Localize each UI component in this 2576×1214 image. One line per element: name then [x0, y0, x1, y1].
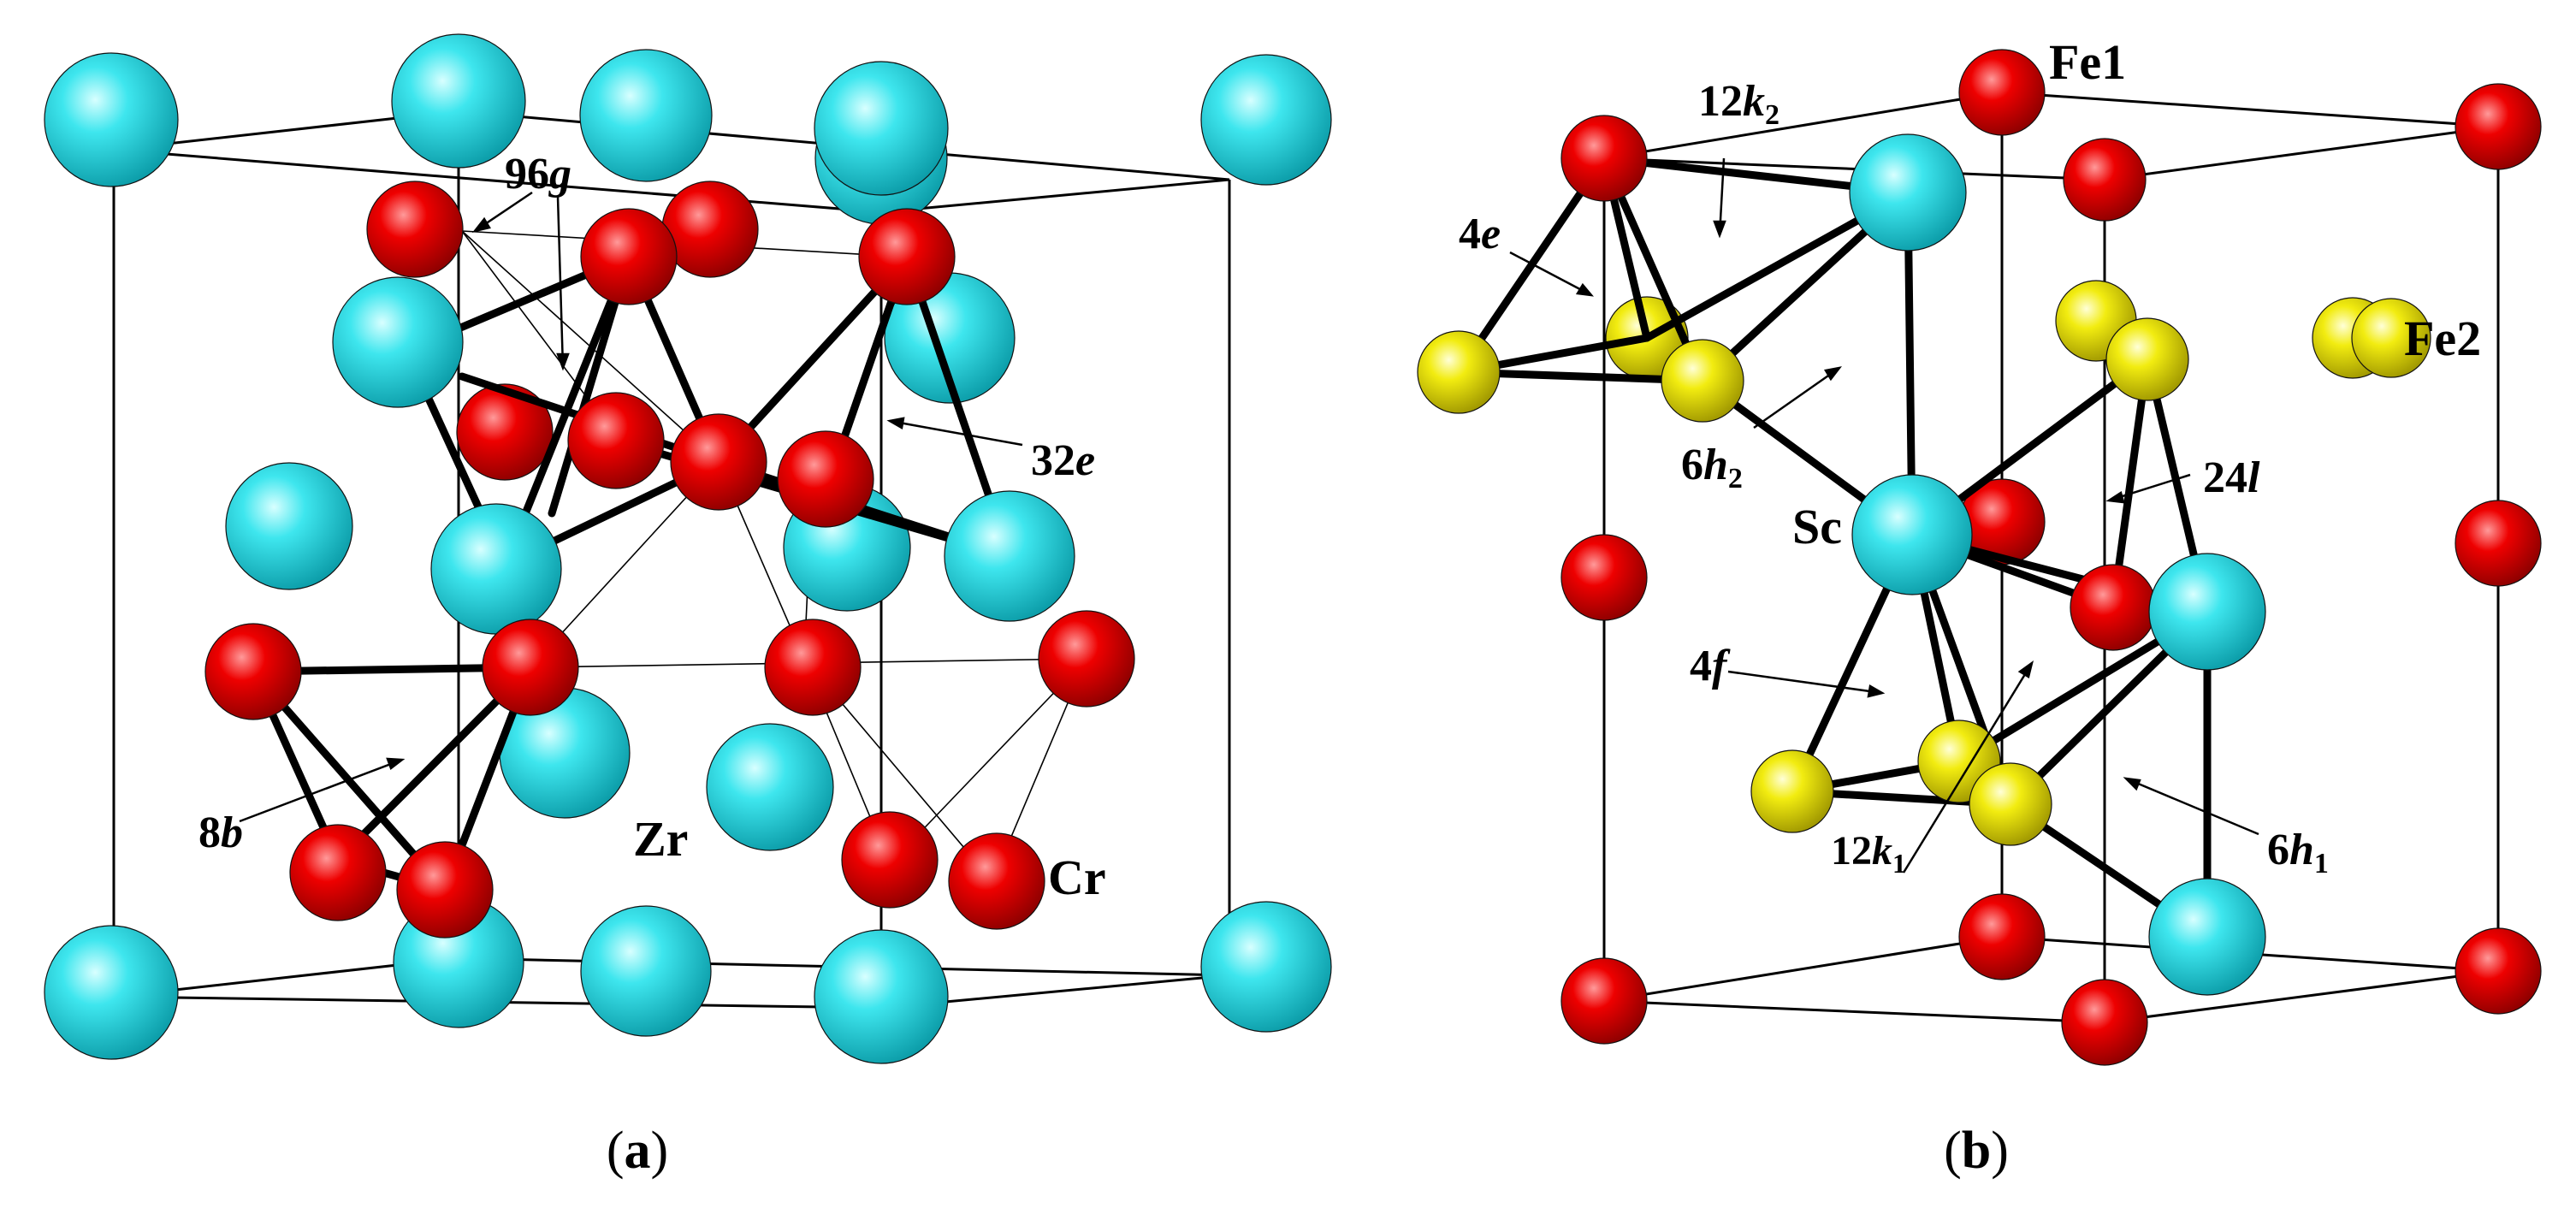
- label-zr: Zr: [633, 811, 688, 867]
- fe1-atom: [1560, 957, 1648, 1045]
- label-12k1: 12k1: [1831, 828, 1906, 879]
- arrows-b: [1509, 157, 2259, 873]
- cr-atom: [858, 208, 956, 305]
- back-atoms-b: [1560, 49, 2542, 1015]
- label-96g: 96g: [505, 150, 571, 198]
- fe1-atom: [2061, 979, 2148, 1066]
- panel-b-scfe-structure: Fe1 Fe2 Sc 12k2 4e 6h2 24l 4f 12k1 6h1 (…: [1417, 34, 2542, 1180]
- sc-atom: [1849, 133, 1967, 252]
- sc-atom: [2148, 553, 2266, 671]
- fe2-atom: [2105, 317, 2189, 401]
- cr-atom: [841, 811, 939, 909]
- unit-cell-box-b: [1602, 91, 2500, 1024]
- label-32e: 32e: [1031, 436, 1095, 485]
- zr-atom: [706, 723, 834, 851]
- fe1-atom: [2455, 83, 2542, 170]
- zr-atom: [580, 905, 712, 1037]
- label-4e: 4e: [1459, 210, 1501, 258]
- cr-atom: [670, 413, 767, 511]
- panel-caption-b: (b): [1944, 1122, 2009, 1180]
- label-cr: Cr: [1048, 850, 1106, 905]
- fe1-atom: [2455, 927, 2542, 1015]
- unit-cell-box-a: [112, 110, 1231, 1010]
- fe1-atom: [1958, 893, 2046, 980]
- cr-atom: [366, 181, 464, 278]
- front-atoms-a: [44, 52, 1135, 1064]
- labels-a: 96g 32e 8b Zr Cr: [198, 150, 1106, 905]
- labels-b: Fe1 Fe2 Sc 12k2 4e 6h2 24l 4f 12k1 6h1: [1459, 34, 2481, 879]
- front-atoms-b: [1417, 115, 2431, 1066]
- fe1-atom: [2455, 500, 2542, 587]
- cr-atom: [456, 383, 554, 481]
- zr-atom: [814, 61, 949, 196]
- cr-atom: [764, 619, 862, 716]
- fe2-atom: [1417, 330, 1501, 414]
- fe2-atom: [2351, 298, 2431, 378]
- cr-atom: [396, 841, 494, 939]
- fe1-atom: [2063, 138, 2147, 222]
- zr-atom: [1200, 901, 1332, 1033]
- cr-atom: [204, 623, 302, 720]
- panel-caption-a: (a): [607, 1122, 668, 1180]
- label-fe2: Fe2: [2404, 311, 2481, 366]
- sc-atom: [2148, 878, 2266, 996]
- zr-atom: [225, 462, 353, 590]
- arrows-a: [239, 191, 1023, 823]
- zr-atom: [44, 52, 179, 187]
- fe1-atom: [1560, 534, 1648, 621]
- cr-atom: [482, 619, 579, 716]
- label-8b: 8b: [198, 808, 243, 857]
- zr-atom: [579, 49, 713, 182]
- cr-atom: [580, 208, 678, 305]
- cr-atom: [948, 832, 1045, 930]
- label-24l: 24l: [2203, 453, 2260, 502]
- label-12k2: 12k2: [1698, 77, 1780, 131]
- sc-atom: [1851, 474, 1973, 595]
- label-6h1: 6h1: [2267, 826, 2329, 879]
- cr-atom: [1038, 610, 1135, 708]
- fe2-atom: [1750, 749, 1834, 833]
- fe1-atom: [2070, 564, 2157, 651]
- back-atoms-a: [225, 33, 1332, 1033]
- zr-atom: [430, 503, 562, 635]
- zr-atom: [332, 276, 464, 408]
- label-4f: 4f: [1690, 642, 1731, 690]
- label-sc: Sc: [1792, 499, 1842, 554]
- cr-atom: [777, 430, 874, 528]
- zr-atom: [944, 490, 1075, 622]
- zr-atom: [391, 33, 526, 169]
- cr-atom: [567, 392, 665, 489]
- fe1-atom: [1560, 115, 1648, 202]
- panel-a-zrcr2-structure: 96g 32e 8b Zr Cr (a): [44, 33, 1332, 1180]
- zr-atom: [44, 925, 179, 1060]
- fe2-atom: [1969, 762, 2052, 846]
- label-6h2: 6h2: [1681, 441, 1743, 494]
- zr-atom: [1200, 54, 1332, 186]
- fe1-atom: [1958, 49, 2046, 136]
- fe2-atom: [1661, 339, 1744, 423]
- cr-atom: [289, 824, 387, 921]
- zr-atom: [814, 929, 949, 1064]
- label-fe1: Fe1: [2049, 34, 2126, 90]
